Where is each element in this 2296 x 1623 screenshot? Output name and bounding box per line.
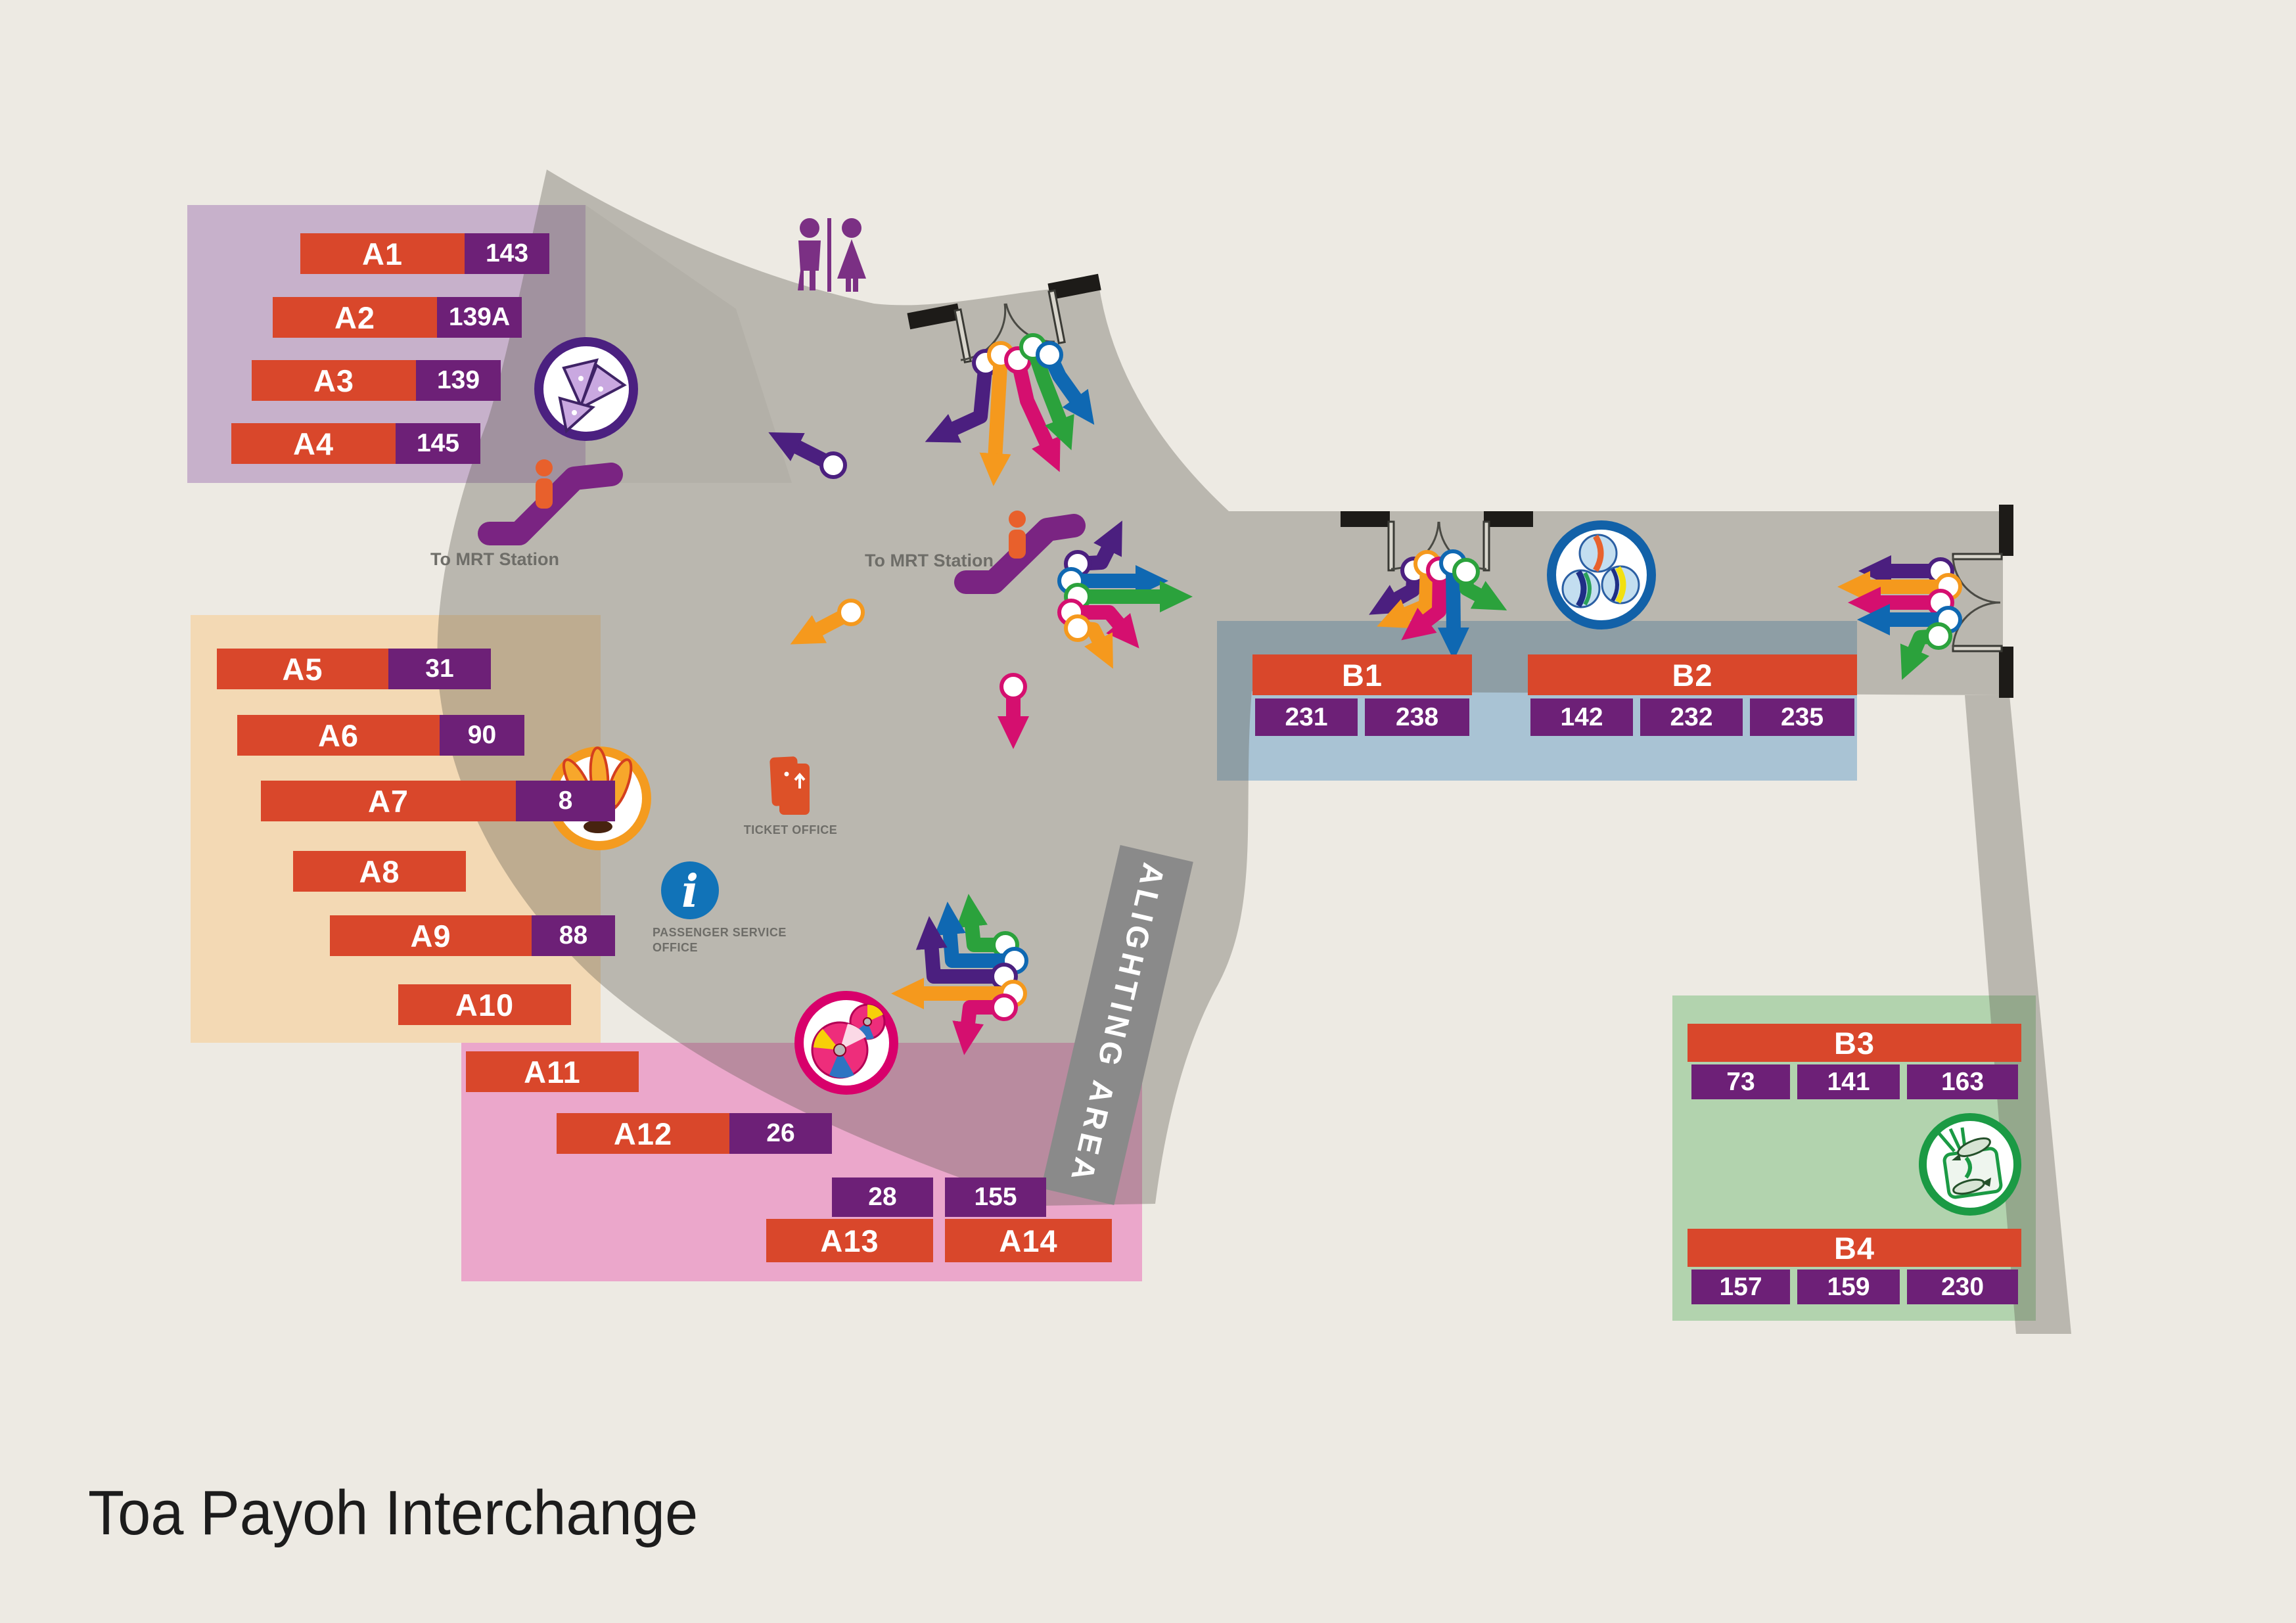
to-mrt-station-label-central: To MRT Station — [865, 551, 994, 570]
berth-a9-label: A9 — [330, 915, 532, 956]
berth-a10-label: A10 — [398, 984, 571, 1025]
ticket-office-label: TICKET OFFICE — [743, 823, 838, 836]
berth-a2-service-0: 139A — [437, 297, 522, 338]
berth-a11-label: A11 — [466, 1051, 639, 1092]
berth-a7-service-0: 8 — [516, 781, 615, 821]
berth-b2-service-2: 235 — [1750, 698, 1854, 736]
berth-b1-service-0: 231 — [1255, 698, 1358, 736]
berth-b4-service-2: 230 — [1907, 1269, 2018, 1304]
berth-a2-label: A2 — [273, 297, 437, 338]
passenger-service-office-label: PASSENGER SERVICE OFFICE — [653, 926, 787, 955]
berth-a7-label: A7 — [261, 781, 516, 821]
berth-b3-label: B3 — [1688, 1024, 2021, 1062]
flow-arrow-origin-dot — [1036, 341, 1063, 369]
to-mrt-station-label-west: To MRT Station — [430, 549, 559, 569]
berth-b3-service-2: 163 — [1907, 1064, 2018, 1099]
flow-arrow-origin-dot — [1064, 614, 1091, 642]
berth-b1-service-1: 238 — [1365, 698, 1469, 736]
berth-a6-service-0: 90 — [440, 715, 524, 756]
flow-arrow-origin-dot — [999, 673, 1027, 700]
berth-a5-service-0: 31 — [388, 649, 491, 689]
berth-b3-service-1: 141 — [1797, 1064, 1900, 1099]
berth-a8-label: A8 — [293, 851, 466, 892]
flow-arrow-purple — [1369, 557, 1428, 615]
flow-arrow-green — [1452, 558, 1507, 610]
paper-ball-badge-icon — [794, 991, 898, 1095]
entrance-door-icon-north — [907, 273, 1101, 364]
concourse-floor — [437, 170, 2003, 1206]
berth-b3-service-0: 73 — [1691, 1064, 1790, 1099]
berth-a12-label: A12 — [557, 1113, 729, 1154]
berth-b4-label: B4 — [1688, 1229, 2021, 1267]
berth-a13-service-0: 28 — [832, 1177, 933, 1217]
berth-a13-label: A13 — [766, 1219, 933, 1262]
berth-a4-label: A4 — [231, 423, 396, 464]
escalator-icon-west — [478, 459, 623, 545]
shadow-wedge — [585, 205, 792, 483]
flow-arrow-origin-dot — [819, 451, 847, 479]
berth-a3-label: A3 — [252, 360, 416, 401]
berth-b4-service-1: 159 — [1797, 1269, 1900, 1304]
berth-a1-label: A1 — [300, 233, 465, 274]
fish-bag-badge-icon — [1919, 1113, 2021, 1216]
berth-a3-service-0: 139 — [416, 360, 501, 401]
ticket-office-icon — [769, 756, 810, 815]
flow-arrow-origin-dot — [990, 994, 1018, 1021]
restroom-icon — [798, 218, 866, 292]
berth-b1-label: B1 — [1252, 654, 1472, 695]
flow-arrow-pink — [998, 673, 1029, 749]
flow-arrow-orange — [790, 599, 865, 645]
concourse-walkway-strip — [1965, 695, 2071, 1334]
berth-b2-service-0: 142 — [1530, 698, 1633, 736]
berth-a14-service-0: 155 — [945, 1177, 1046, 1217]
flow-arrow-green — [1900, 622, 1952, 680]
berth-a9-service-0: 88 — [532, 915, 615, 956]
berth-a5-label: A5 — [217, 649, 388, 689]
escalator-icon-central — [954, 511, 1086, 594]
berth-a4-service-0: 145 — [396, 423, 480, 464]
flow-arrow-orange — [1064, 614, 1113, 669]
dumplings-badge-icon — [534, 337, 638, 441]
flow-arrow-purple — [768, 432, 847, 479]
berth-a12-service-0: 26 — [729, 1113, 832, 1154]
entrance-door-icon-east — [1952, 505, 2013, 698]
flow-arrow-origin-dot — [1452, 558, 1480, 585]
berth-b2-label: B2 — [1528, 654, 1857, 695]
flow-arrow-blue — [1036, 341, 1095, 425]
svg-text:i: i — [681, 865, 699, 918]
berth-a14-label: A14 — [945, 1219, 1112, 1262]
berth-b2-service-1: 232 — [1640, 698, 1743, 736]
berth-a6-label: A6 — [237, 715, 440, 756]
berth-a1-service-0: 143 — [465, 233, 549, 274]
flow-arrow-pink — [952, 994, 1018, 1055]
flow-arrow-origin-dot — [837, 599, 865, 626]
page-title: Toa Payoh Interchange — [88, 1478, 699, 1548]
berth-b4-service-0: 157 — [1691, 1269, 1790, 1304]
flow-arrow-origin-dot — [1925, 622, 1952, 650]
marbles-badge-icon — [1547, 520, 1656, 629]
info-icon: i — [661, 861, 719, 919]
